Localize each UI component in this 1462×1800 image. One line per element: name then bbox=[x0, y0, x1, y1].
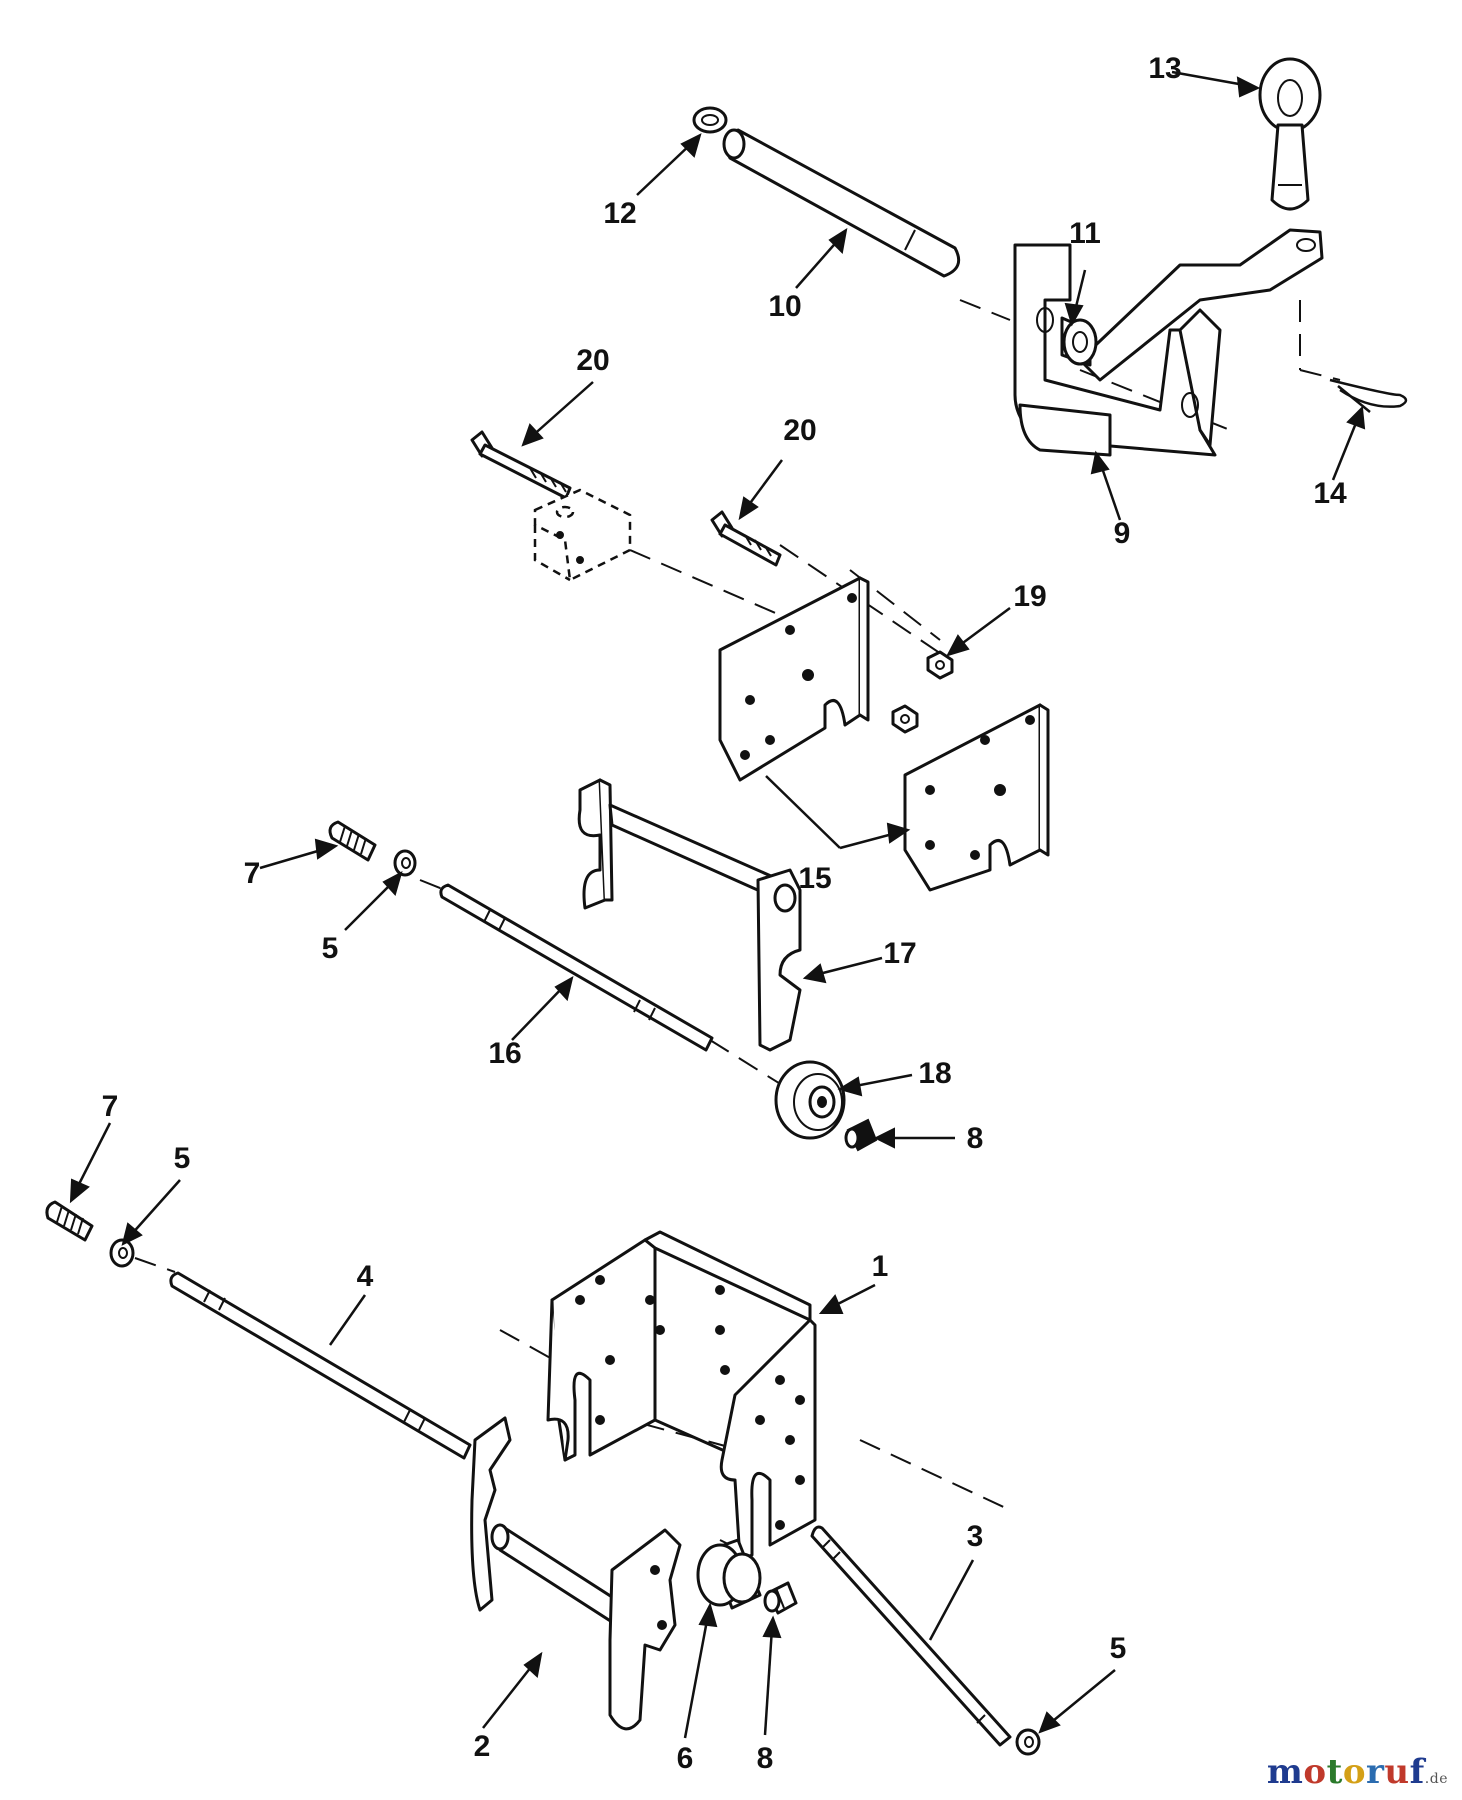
callout-9: 9 bbox=[1114, 517, 1131, 550]
part-2-lower-roller-frame bbox=[470, 1416, 682, 1731]
callout-8-lower: 8 bbox=[757, 1742, 774, 1775]
callout-12: 12 bbox=[603, 197, 636, 230]
watermark-letter: o bbox=[1342, 1752, 1366, 1792]
part-17-roller-frame bbox=[577, 778, 802, 1052]
part-15-plate-lower bbox=[903, 703, 1050, 892]
part-6-roller bbox=[696, 1538, 762, 1610]
part-15-plate-upper bbox=[718, 576, 870, 782]
part-5-eclip-upper bbox=[393, 849, 417, 877]
callout-18: 18 bbox=[918, 1057, 951, 1090]
part-3-short-shaft bbox=[810, 1525, 1012, 1747]
part-13-eye-pin bbox=[1258, 57, 1322, 211]
watermark-letter: o bbox=[1303, 1752, 1327, 1792]
callout-17: 17 bbox=[883, 937, 916, 970]
part-1-main-bracket bbox=[546, 1230, 817, 1562]
part-8-nut-upper bbox=[844, 1118, 878, 1152]
part-5-eclip-lower-left bbox=[109, 1238, 135, 1268]
callout-7-lower: 7 bbox=[102, 1090, 119, 1123]
callout-7-upper: 7 bbox=[244, 857, 261, 890]
callout-4: 4 bbox=[357, 1260, 374, 1293]
watermark-letter: t bbox=[1326, 1752, 1343, 1792]
callout-5-upper: 5 bbox=[322, 932, 339, 965]
part-4-long-shaft bbox=[169, 1271, 472, 1460]
part-20-bolt-upper bbox=[470, 430, 572, 500]
part-19-nut-b bbox=[891, 704, 919, 734]
watermark-letter: m bbox=[1266, 1752, 1304, 1792]
callout-19: 19 bbox=[1013, 580, 1046, 613]
part-5-eclip-lower-right bbox=[1015, 1728, 1041, 1756]
part-10-pivot-pin bbox=[722, 128, 961, 278]
callout-labels: 13 12 11 10 20 20 14 9 19 15 7 5 17 16 1… bbox=[102, 52, 1347, 1775]
callout-13: 13 bbox=[1148, 52, 1181, 85]
part-7-spring-lower bbox=[45, 1200, 94, 1242]
watermark-suffix: .de bbox=[1424, 1771, 1448, 1787]
callout-1: 1 bbox=[872, 1250, 889, 1283]
callout-10: 10 bbox=[768, 290, 801, 323]
watermark-letter: f bbox=[1409, 1752, 1425, 1792]
callout-20-lower: 20 bbox=[783, 414, 816, 447]
callout-2: 2 bbox=[474, 1730, 491, 1763]
callout-6: 6 bbox=[677, 1742, 694, 1775]
callout-5-lower-left: 5 bbox=[174, 1142, 191, 1175]
watermark-letter: u bbox=[1384, 1752, 1410, 1792]
watermark-logo: motoruf.de bbox=[1267, 1752, 1448, 1792]
part-18-pulley bbox=[774, 1060, 846, 1140]
callout-5-lower-right: 5 bbox=[1110, 1632, 1127, 1665]
callout-8-upper: 8 bbox=[967, 1122, 984, 1155]
part-20-bolt-lower bbox=[710, 510, 782, 567]
callout-11: 11 bbox=[1069, 217, 1101, 250]
part-12-snap-ring bbox=[692, 106, 728, 134]
callout-16: 16 bbox=[488, 1037, 521, 1070]
hidden-mount-block bbox=[533, 488, 632, 582]
part-19-nut-a bbox=[926, 650, 954, 680]
callout-20-upper: 20 bbox=[576, 344, 609, 377]
part-9-hitch-bracket bbox=[1013, 228, 1324, 457]
part-8-nut-lower bbox=[763, 1581, 798, 1615]
leader-lines bbox=[69, 70, 1366, 1739]
callout-14: 14 bbox=[1313, 477, 1347, 510]
watermark-letter: r bbox=[1366, 1752, 1385, 1792]
callout-15: 15 bbox=[798, 862, 831, 895]
part-11-bushing bbox=[1060, 316, 1098, 367]
callout-3: 3 bbox=[967, 1520, 984, 1553]
part-16-shaft bbox=[439, 883, 714, 1052]
part-14-hairpin-clip bbox=[1329, 378, 1408, 413]
part-7-spring-upper bbox=[328, 820, 377, 862]
